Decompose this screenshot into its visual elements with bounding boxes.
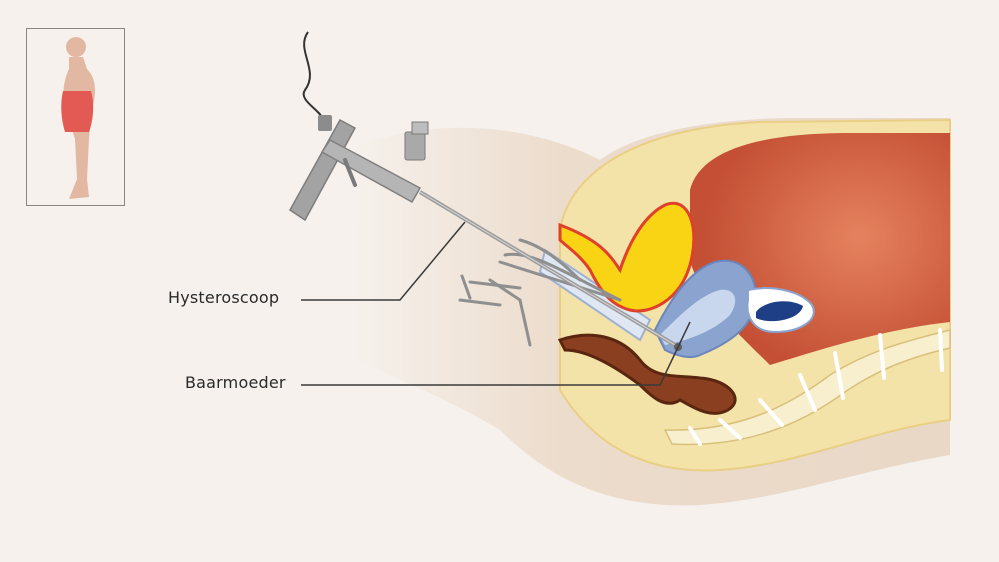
body-silhouette-icon [61,37,95,199]
body-thumbnail [26,28,125,206]
uterus-label: Baarmoeder [185,373,286,392]
ovary-follicles [756,301,803,322]
hysteroscope-leader-line [301,221,466,301]
bladder [558,201,696,313]
uterus-leader-line [301,321,691,386]
hysteroscope [289,31,682,351]
speculum [458,238,622,347]
uterine-cavity [660,289,736,345]
rectum [557,333,737,415]
spine [663,329,951,446]
vertebra-marks [688,328,944,446]
hysteroscope-label: Hysteroscoop [168,288,280,307]
